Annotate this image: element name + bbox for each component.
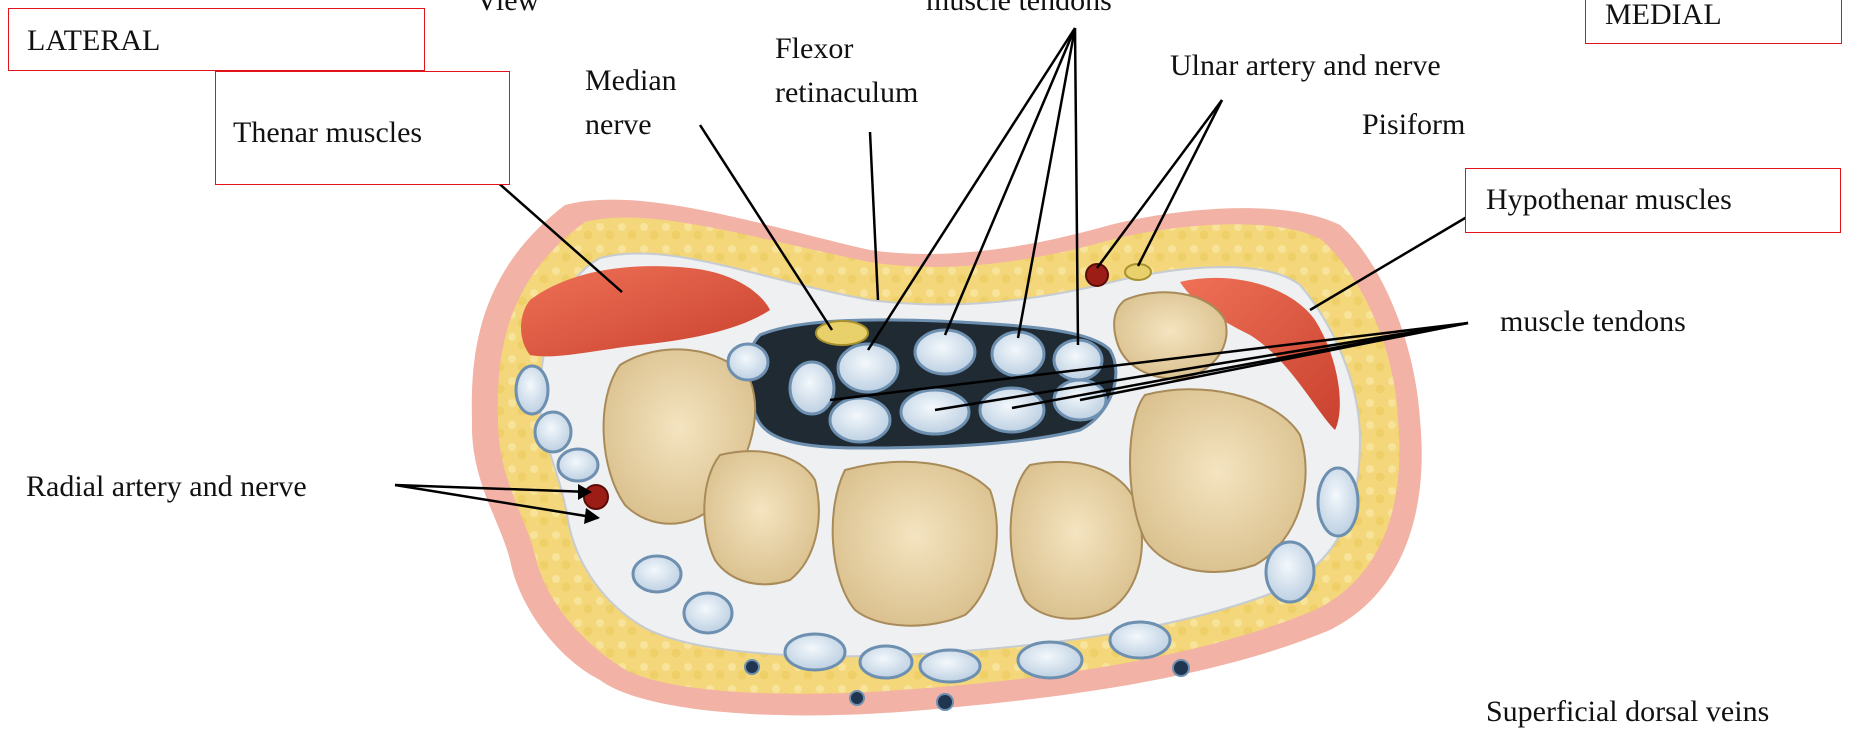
flexor-retinaculum-label-line1: Flexor bbox=[775, 30, 853, 68]
extensor-tendon bbox=[860, 646, 912, 678]
flexor-tendon bbox=[830, 398, 890, 442]
extensor-tendon bbox=[1318, 468, 1358, 536]
view-label-partial: View bbox=[476, 0, 539, 20]
extensor-tendon bbox=[684, 593, 732, 633]
hypothenar-label-box: Hypothenar muscles bbox=[1465, 168, 1841, 233]
ulnar-artery-nerve-label: Ulnar artery and nerve bbox=[1170, 47, 1441, 85]
superficial-dorsal-veins-label: Superficial dorsal veins bbox=[1486, 693, 1769, 731]
flexor-tendon bbox=[992, 332, 1044, 376]
extensor-tendon bbox=[1266, 542, 1314, 602]
median-nerve-label-line2: nerve bbox=[585, 106, 652, 144]
ulnar-nerve-shape bbox=[1125, 264, 1151, 280]
muscle-tendons-label-right: muscle tendons bbox=[1500, 303, 1686, 341]
extensor-tendon bbox=[920, 650, 980, 682]
extensor-tendon bbox=[1110, 622, 1170, 658]
flexor-tendon bbox=[838, 344, 898, 392]
carpal-bone bbox=[1011, 462, 1142, 619]
medial-label: MEDIAL bbox=[1605, 0, 1722, 33]
extensor-tendon bbox=[558, 449, 598, 481]
flexor-tendon bbox=[901, 390, 969, 434]
thenar-label-box: Thenar muscles bbox=[215, 71, 510, 185]
dorsal-vein bbox=[937, 694, 953, 710]
hypothenar-label: Hypothenar muscles bbox=[1486, 182, 1732, 218]
flexor-tendon bbox=[790, 362, 834, 414]
extensor-tendon bbox=[633, 556, 681, 592]
flexor-retinaculum-label-line2: retinaculum bbox=[775, 74, 918, 112]
dorsal-vein bbox=[850, 691, 864, 705]
radial-artery-shape bbox=[584, 485, 608, 509]
muscle-tendons-label-top: muscle tendons bbox=[926, 0, 1112, 20]
lateral-label-box: LATERAL bbox=[8, 8, 425, 71]
extensor-tendon bbox=[516, 366, 548, 414]
dorsal-vein bbox=[745, 660, 759, 674]
dorsal-vein bbox=[1173, 660, 1189, 676]
extensor-tendon bbox=[785, 634, 845, 670]
flexor-tendon bbox=[915, 330, 975, 374]
flexor-tendon bbox=[728, 344, 768, 380]
lateral-label: LATERAL bbox=[27, 23, 160, 59]
median-nerve-label-line1: Median bbox=[585, 62, 677, 100]
pisiform-label: Pisiform bbox=[1362, 106, 1465, 144]
thenar-label: Thenar muscles bbox=[233, 115, 422, 151]
medial-label-box: MEDIAL bbox=[1585, 0, 1842, 44]
extensor-tendon bbox=[535, 412, 571, 452]
median-nerve-shape bbox=[816, 321, 868, 345]
flexor-tendon bbox=[1054, 340, 1102, 380]
extensor-tendon bbox=[1018, 642, 1082, 678]
carpal-bone bbox=[833, 462, 997, 626]
carpal-bone bbox=[704, 451, 819, 584]
radial-artery-nerve-label: Radial artery and nerve bbox=[26, 468, 307, 506]
